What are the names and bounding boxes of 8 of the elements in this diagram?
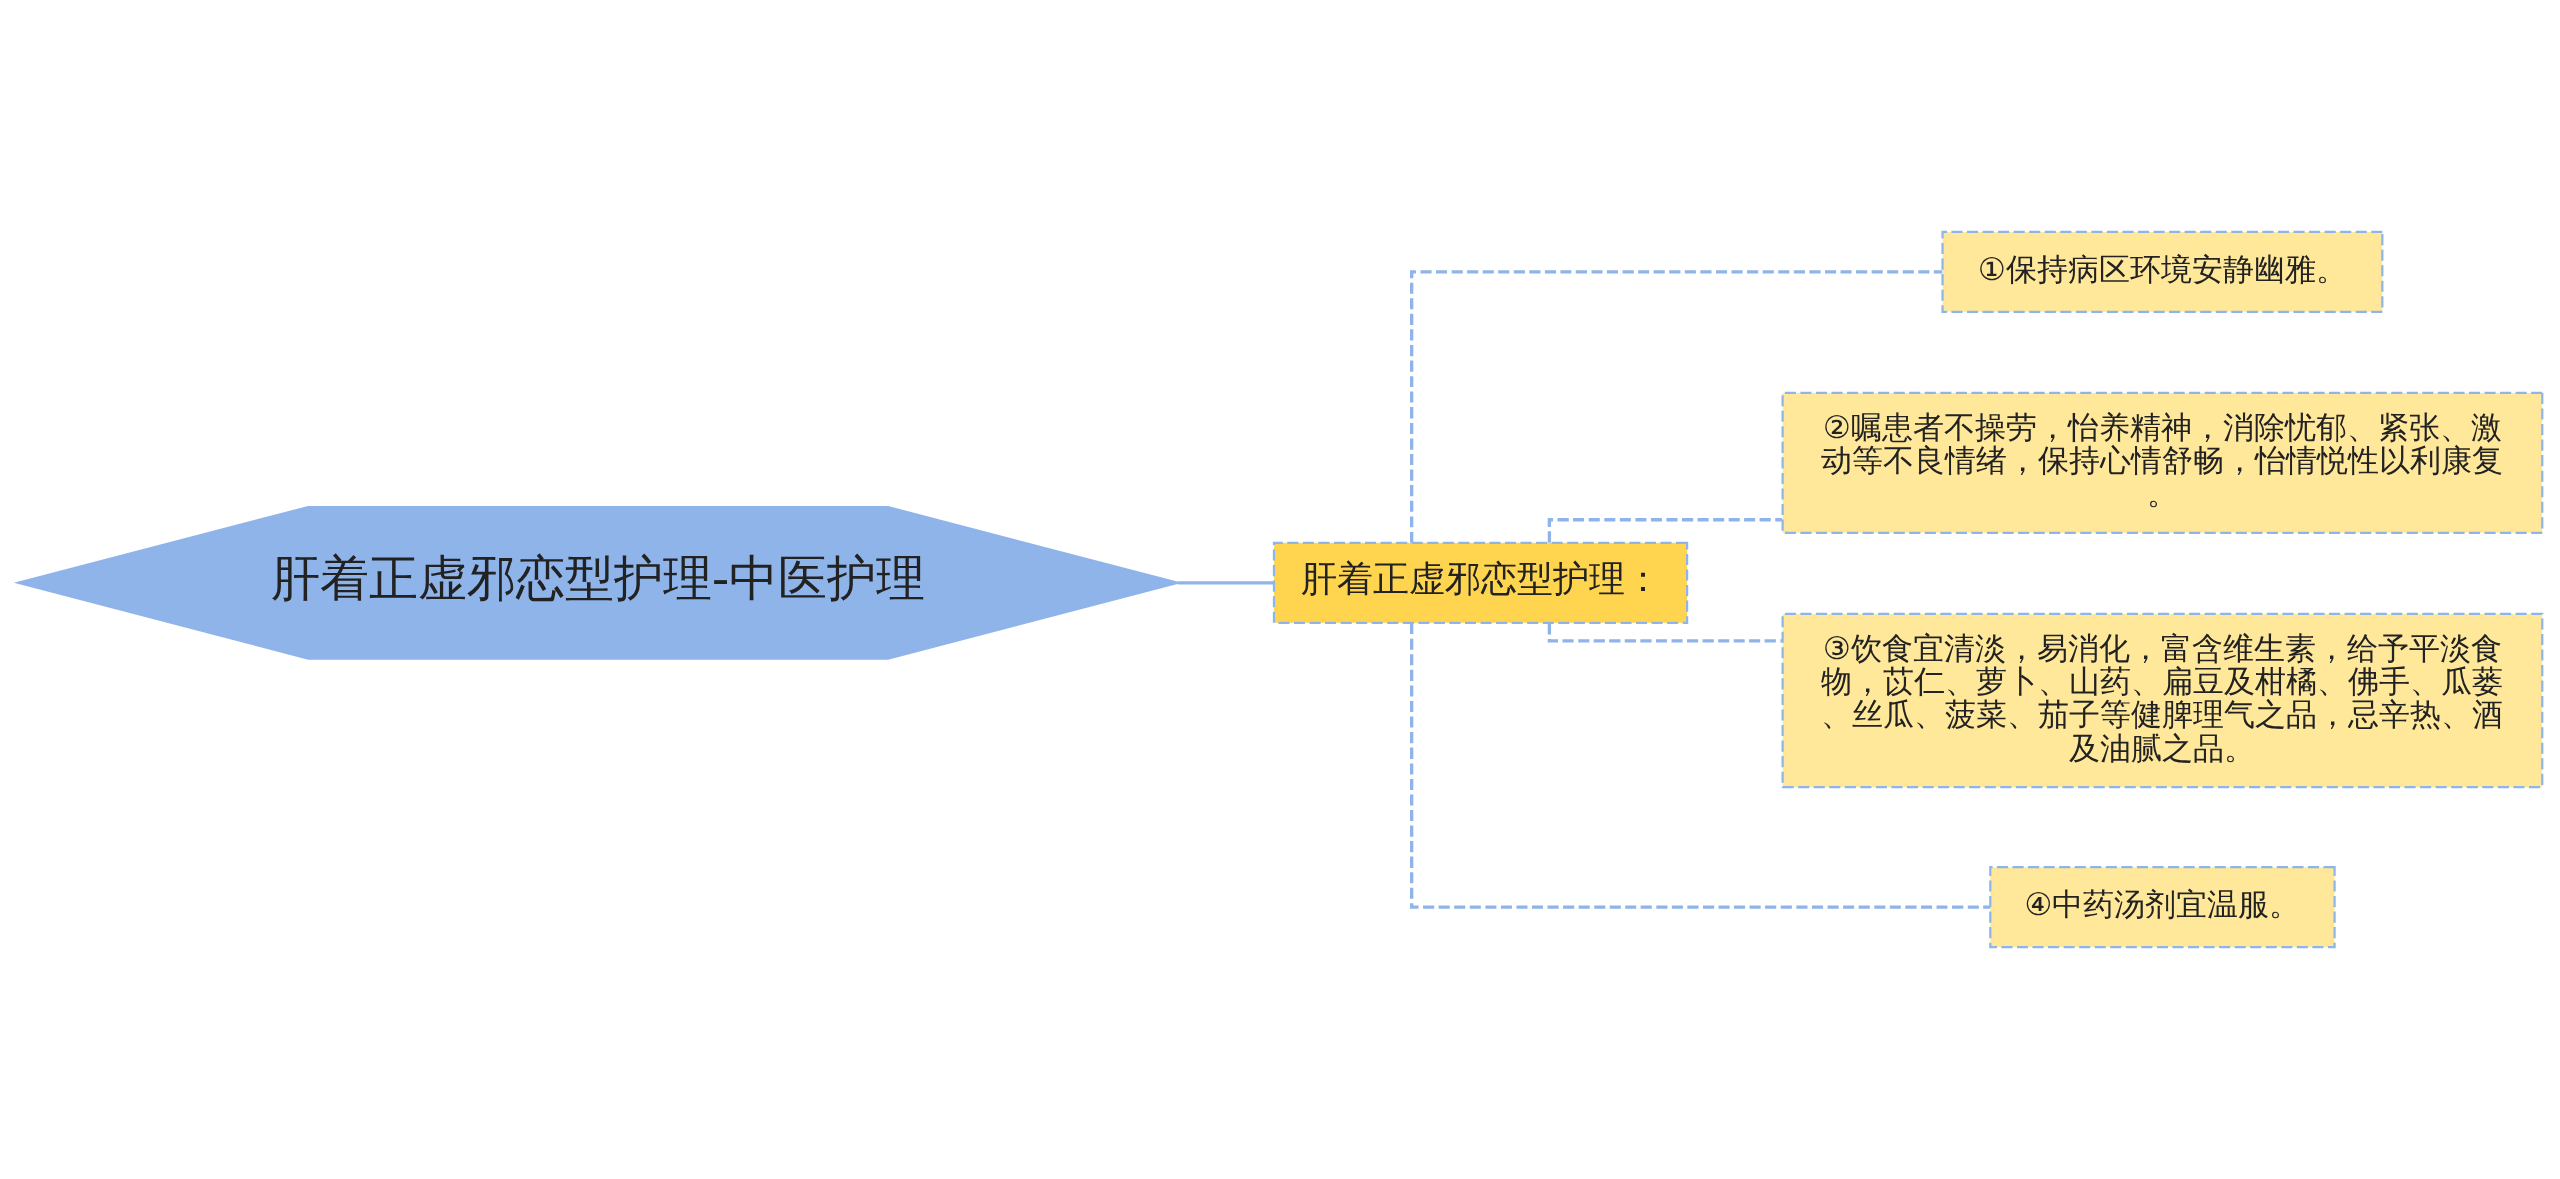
node-box: ④中药汤剂宜温服。 [1989, 866, 2336, 949]
connector [1410, 270, 1943, 543]
node-box: ③饮食宜清淡，易消化，富含维生素，给予平淡食物，苡仁、萝卜、山药、扁豆及柑橘、佛手、瓜蒌、丝瓜、菠菜、茄子等健脾理气之品，忌辛热、酒及油腻之品。 [1781, 612, 2544, 789]
node-box: 肝着正虚邪恋型护理： [1272, 541, 1689, 624]
node-box: ①保持病区环境安静幽雅。 [1941, 230, 2384, 313]
connector [1178, 581, 1274, 585]
connector [1410, 623, 1991, 909]
node-box: ②嘱患者不操劳，怡养精神，消除忧郁、紧张、激动等不良情绪，保持心情舒畅，怡情悦性以利康复。 [1781, 391, 2544, 534]
